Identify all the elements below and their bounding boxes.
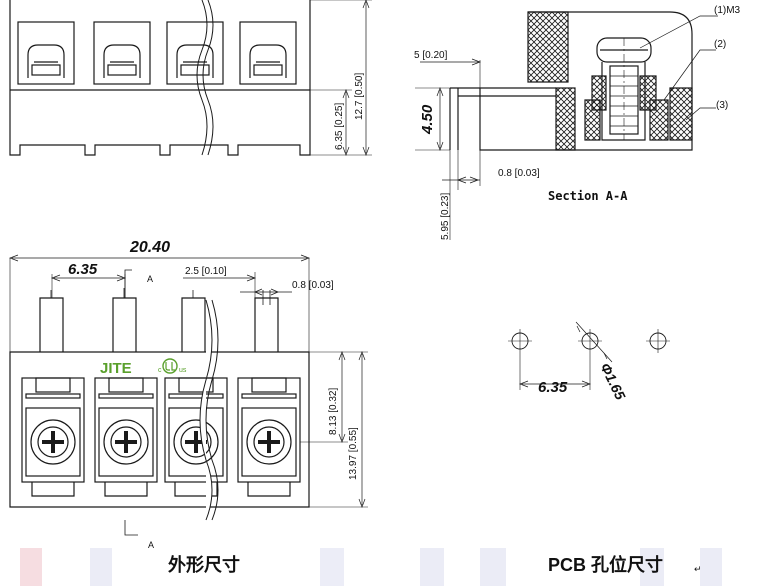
caption-outline-dimensions: 外形尺寸 <box>168 554 240 575</box>
terminal-module <box>237 377 301 497</box>
watermark <box>20 548 722 586</box>
dim-2-5-label: 2.5 [0.10] <box>185 266 227 277</box>
dim-13-97-label: 13.97 [0.55] <box>348 427 359 480</box>
leader-1 <box>639 15 718 49</box>
dim-0-8-front-label: 0.8 [0.03] <box>292 280 334 291</box>
dim-8-13-label: 8.13 [0.32] <box>328 388 339 435</box>
top-view-cavity <box>93 21 151 85</box>
top-view-cavity <box>166 21 224 85</box>
top-view <box>9 0 372 156</box>
pcb-pitch-label: 6.35 <box>538 379 568 396</box>
pcb-hole <box>508 329 532 353</box>
callout-2: (2) <box>714 39 726 50</box>
callout-3: (3) <box>716 100 728 111</box>
pcb-hole-layout <box>508 321 670 390</box>
top-view-cavity <box>239 21 297 85</box>
break-line <box>196 0 208 156</box>
leader-2 <box>663 49 716 101</box>
caption-pcb-hole-dimensions: PCB 孔位尺寸 <box>548 554 663 575</box>
ul-mark-icon <box>162 358 178 374</box>
dim-5-95-label: 5.95 [0.23] <box>440 193 451 240</box>
pcb-hole <box>646 329 670 353</box>
pcb-hole-diameter-label: Φ1.65 <box>597 360 628 402</box>
cert-us-mark: us <box>179 367 187 374</box>
leader-3 <box>685 107 716 121</box>
dim-20-40-label: 20.40 <box>129 239 170 256</box>
screw-shank <box>609 65 639 135</box>
section-view <box>415 11 718 240</box>
dim-5-label: 5 [0.20] <box>414 50 448 61</box>
dim-4-50-label: 4.50 <box>419 104 436 135</box>
pcb-hole <box>578 329 602 353</box>
section-marker-bottom: A <box>148 540 154 550</box>
dim-12-7-label: 12.7 [0.50] <box>354 73 365 120</box>
dim-6-35-front-label: 6.35 <box>68 261 98 278</box>
terminal-module <box>164 377 228 497</box>
section-title: Section A-A <box>548 189 628 203</box>
front-view <box>9 254 368 536</box>
pin-contact <box>449 87 556 150</box>
terminal-module <box>94 377 158 497</box>
terminal-module <box>21 377 85 497</box>
cert-c-mark: c <box>158 367 162 374</box>
top-view-cavity <box>17 21 75 85</box>
dim-6-35-top-label: 6.35 [0.25] <box>334 103 345 150</box>
dim-0-8-section-label: 0.8 [0.03] <box>498 168 540 179</box>
jite-logo: JITE <box>100 360 132 377</box>
paragraph-mark: ↵ <box>694 564 702 574</box>
callout-1: (1)M3 <box>714 5 741 16</box>
section-marker-top: A <box>147 274 153 284</box>
